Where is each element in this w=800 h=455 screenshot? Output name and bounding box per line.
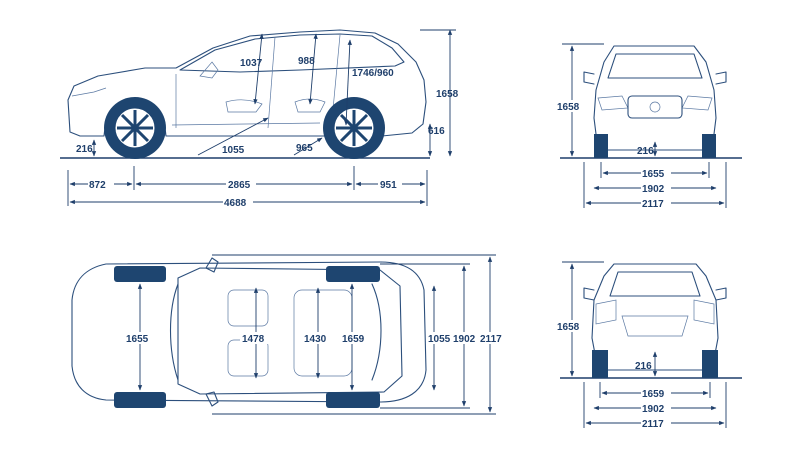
rear-headroom-label: 988 xyxy=(298,56,315,67)
right-headlight xyxy=(681,95,713,111)
label-bg xyxy=(302,332,332,344)
front-track-label: 1655 xyxy=(642,169,665,180)
brand-badge xyxy=(649,101,661,113)
right-taillight xyxy=(693,299,715,325)
label-bg xyxy=(641,197,671,209)
front-right-mirror xyxy=(715,71,727,85)
cargo-width-label: 1055 xyxy=(428,334,451,345)
front-legroom-arrow xyxy=(197,117,269,156)
top-body-outline xyxy=(71,261,427,403)
front-width-mirrors-label: 2117 xyxy=(642,199,664,210)
rear-view: 1658 216 1659 1902 2117 xyxy=(556,261,742,430)
wheel-spokes xyxy=(117,110,372,146)
side-mirror xyxy=(199,61,219,79)
rear-headroom-arrow xyxy=(308,33,318,105)
front-overhang-label: 872 xyxy=(89,180,106,191)
front-seat xyxy=(225,99,263,113)
front-clearance-label: 216 xyxy=(637,146,654,157)
rear-height-label: 1658 xyxy=(557,322,580,333)
rear-body-outline xyxy=(591,263,719,371)
top-left-mirror xyxy=(205,257,219,273)
top-width-label: 1902 xyxy=(453,334,476,345)
top-view: 1655 1478 1430 1659 1055 1902 2117 xyxy=(71,254,505,415)
tailgate-plate-area xyxy=(621,315,689,337)
label-bg xyxy=(223,196,253,208)
label-bg xyxy=(426,332,452,344)
label-bg xyxy=(479,332,505,344)
front-headroom-arrow xyxy=(253,33,264,105)
rear-left-tire xyxy=(592,350,608,378)
front-left-tire xyxy=(594,134,608,158)
front-view: 1658 216 1655 1902 2117 xyxy=(556,43,742,210)
rear-clearance-label: 216 xyxy=(635,361,652,372)
label-bg xyxy=(556,320,586,332)
top-cabin xyxy=(177,267,403,395)
label-bg xyxy=(240,332,270,344)
side-window-outline xyxy=(179,33,405,73)
side-headlight xyxy=(71,87,107,97)
label-bg xyxy=(556,100,586,112)
label-bg xyxy=(226,178,256,190)
rear-shoulder-label: 1430 xyxy=(304,334,327,345)
rear-window-top xyxy=(371,283,382,381)
label-bg xyxy=(340,332,370,344)
rear-width-label: 1902 xyxy=(642,404,665,415)
left-taillight xyxy=(595,299,617,325)
wheelbase-label: 2865 xyxy=(228,180,251,191)
front-legroom-label: 1055 xyxy=(222,145,245,156)
label-bg xyxy=(641,167,671,179)
front-body-outline xyxy=(593,45,717,151)
top-front-left-tire xyxy=(114,266,166,282)
top-right-mirror xyxy=(205,391,219,407)
label-bg xyxy=(641,417,671,429)
side-sill-line xyxy=(171,122,321,126)
front-shoulder-label: 1478 xyxy=(242,334,265,345)
top-front-right-tire xyxy=(114,392,166,408)
cargo-height-label: 1746/960 xyxy=(352,68,394,79)
front-left-mirror xyxy=(583,71,595,85)
front-left-seat-top xyxy=(227,289,269,327)
side-ground-clearance-label: 216 xyxy=(76,144,93,155)
front-grille xyxy=(627,95,683,119)
windshield xyxy=(607,53,703,79)
top-width-mirrors-label: 2117 xyxy=(480,334,502,345)
rear-right-tire xyxy=(702,350,718,378)
rear-legroom-arrow xyxy=(293,137,323,156)
side-height-label: 1658 xyxy=(436,89,459,100)
side-view: 216 1037 988 1746/960 1658 616 1055 965 … xyxy=(60,29,459,209)
front-headroom-label: 1037 xyxy=(240,58,263,69)
top-front-track-label: 1655 xyxy=(126,334,149,345)
cargo-height-arrow xyxy=(344,39,352,126)
front-height-label: 1658 xyxy=(557,102,580,113)
label-bg xyxy=(88,178,114,190)
windshield-top xyxy=(169,283,179,381)
loading-height-label: 616 xyxy=(428,126,445,137)
rear-legroom-label: 965 xyxy=(296,143,313,154)
rear-overhang-label: 951 xyxy=(380,180,397,191)
front-right-tire xyxy=(702,134,716,158)
label-bg xyxy=(641,182,671,194)
label-bg xyxy=(641,387,671,399)
top-rear-track-label: 1659 xyxy=(342,334,365,345)
top-rear-left-tire xyxy=(326,266,380,282)
label-bg xyxy=(452,332,478,344)
top-rear-right-tire xyxy=(326,392,380,408)
label-bg xyxy=(641,402,671,414)
rear-right-mirror xyxy=(715,287,727,301)
side-door-line xyxy=(267,36,276,129)
label-bg xyxy=(378,178,402,190)
label-bg xyxy=(124,332,154,344)
rear-track-label: 1659 xyxy=(642,389,665,400)
front-width-label: 1902 xyxy=(642,184,665,195)
rear-left-mirror xyxy=(583,287,595,301)
rear-width-mirrors-label: 2117 xyxy=(642,419,664,430)
rear-window xyxy=(609,271,701,297)
left-headlight xyxy=(597,95,629,111)
front-right-seat-top xyxy=(227,339,269,377)
length-label: 4688 xyxy=(224,198,247,209)
